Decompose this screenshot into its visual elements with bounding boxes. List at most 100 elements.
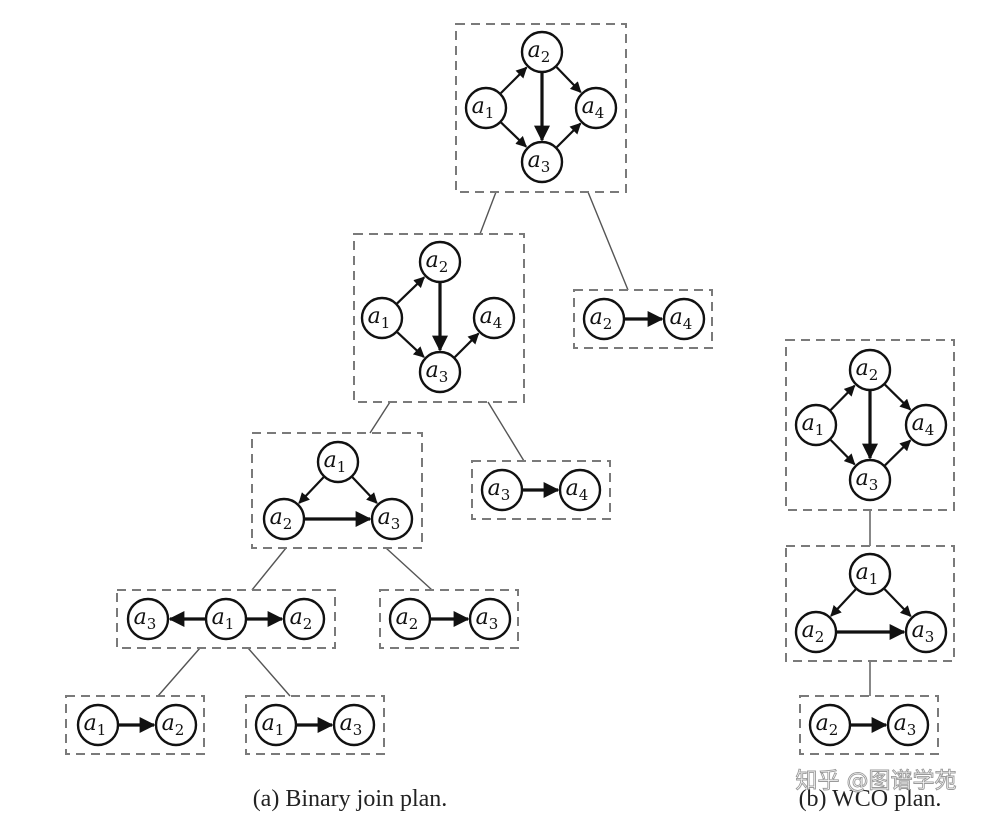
tree-connector-l1-to-l2-right <box>487 401 525 462</box>
plan-box-binary-l3-right <box>379 589 519 649</box>
node-circle <box>558 468 602 512</box>
node-letter: a <box>566 476 579 501</box>
node-letter: a <box>134 605 147 630</box>
node-root-a4: a4 <box>574 86 618 130</box>
node-label: a3 <box>894 711 917 739</box>
node-l1r-a4: a4 <box>662 297 706 341</box>
edge-wm-a1-to-a3 <box>883 588 912 617</box>
node-label: a2 <box>162 711 185 739</box>
node-l4b-a3: a3 <box>332 703 376 747</box>
node-index: 1 <box>225 615 235 633</box>
node-label: a2 <box>396 605 419 633</box>
node-circle <box>388 597 432 641</box>
node-circle <box>480 468 524 512</box>
node-wm-a2: a2 <box>794 610 838 654</box>
node-letter: a <box>912 618 925 643</box>
node-l3-a3: a3 <box>126 597 170 641</box>
node-index: 2 <box>283 515 293 533</box>
node-letter: a <box>212 605 225 630</box>
node-label: a1 <box>262 711 285 739</box>
edge-wm-a1-to-a2 <box>830 588 857 617</box>
node-letter: a <box>426 358 439 383</box>
node-wt-a3: a3 <box>848 458 892 502</box>
node-label: a1 <box>212 605 235 633</box>
node-l1-a3: a3 <box>418 350 462 394</box>
node-circle <box>126 597 170 641</box>
node-letter: a <box>856 356 869 381</box>
node-letter: a <box>426 248 439 273</box>
node-wb-a3: a3 <box>886 703 930 747</box>
node-label: a4 <box>480 304 503 332</box>
node-circle <box>794 403 838 447</box>
node-label: a3 <box>378 505 401 533</box>
node-label: a2 <box>270 505 293 533</box>
node-index: 4 <box>579 486 589 504</box>
node-l1-a1: a1 <box>360 296 404 340</box>
plan-box-wco-mid <box>785 545 955 662</box>
node-letter: a <box>816 711 829 736</box>
node-label: a3 <box>488 476 511 504</box>
node-wm-a3: a3 <box>904 610 948 654</box>
plan-box-binary-l1-right <box>573 289 713 349</box>
caption-wco-plan: (b) WCO plan. <box>799 786 942 812</box>
node-circle <box>472 296 516 340</box>
node-label: a1 <box>856 560 879 588</box>
tree-connector-root-to-l1-left <box>479 191 497 235</box>
node-label: a3 <box>912 618 935 646</box>
node-l2r-a4: a4 <box>558 468 602 512</box>
node-circle <box>794 610 838 654</box>
node-label: a2 <box>590 305 613 333</box>
node-circle <box>464 86 508 130</box>
node-index: 2 <box>409 615 419 633</box>
node-letter: a <box>528 38 541 63</box>
node-circle <box>76 703 120 747</box>
node-letter: a <box>340 711 353 736</box>
node-circle <box>282 597 326 641</box>
watermark-text: 知乎 @图谱学苑 <box>796 769 957 794</box>
node-circle <box>574 86 618 130</box>
node-index: 1 <box>869 570 879 588</box>
node-letter: a <box>324 448 337 473</box>
node-circle <box>848 552 892 596</box>
node-label: a2 <box>528 38 551 66</box>
node-wm-a1: a1 <box>848 552 892 596</box>
plan-box-binary-l1-left <box>353 233 525 403</box>
node-letter: a <box>290 605 303 630</box>
node-letter: a <box>368 304 381 329</box>
node-circle <box>370 497 414 541</box>
node-circle <box>808 703 852 747</box>
node-label: a4 <box>566 476 589 504</box>
node-index: 1 <box>97 721 107 739</box>
node-letter: a <box>262 711 275 736</box>
node-letter: a <box>912 411 925 436</box>
node-index: 2 <box>303 615 313 633</box>
edge-l2-a1-to-a3 <box>351 476 378 504</box>
node-index: 1 <box>815 421 825 439</box>
plan-box-wco-bottom <box>799 695 939 755</box>
node-label: a2 <box>802 618 825 646</box>
node-root-a1: a1 <box>464 86 508 130</box>
edge-wt-a2-to-a4 <box>884 383 912 411</box>
node-index: 2 <box>829 721 839 739</box>
node-wt-a4: a4 <box>904 403 948 447</box>
edge-l1-a3-to-a4 <box>454 332 480 358</box>
node-l2-a3: a3 <box>370 497 414 541</box>
node-index: 3 <box>541 158 551 176</box>
node-index: 4 <box>595 104 605 122</box>
node-label: a1 <box>324 448 347 476</box>
node-index: 3 <box>353 721 363 739</box>
plan-box-binary-l2-left <box>251 432 423 549</box>
node-l3-a1: a1 <box>204 597 248 641</box>
node-label: a4 <box>670 305 693 333</box>
node-index: 4 <box>683 315 693 333</box>
node-label: a3 <box>134 605 157 633</box>
node-wt-a1: a1 <box>794 403 838 447</box>
node-l1r-a2: a2 <box>582 297 626 341</box>
node-circle <box>848 348 892 392</box>
node-circle <box>886 703 930 747</box>
node-index: 1 <box>485 104 495 122</box>
node-letter: a <box>894 711 907 736</box>
node-letter: a <box>528 148 541 173</box>
caption-binary-join-plan: (a) Binary join plan. <box>253 786 448 812</box>
